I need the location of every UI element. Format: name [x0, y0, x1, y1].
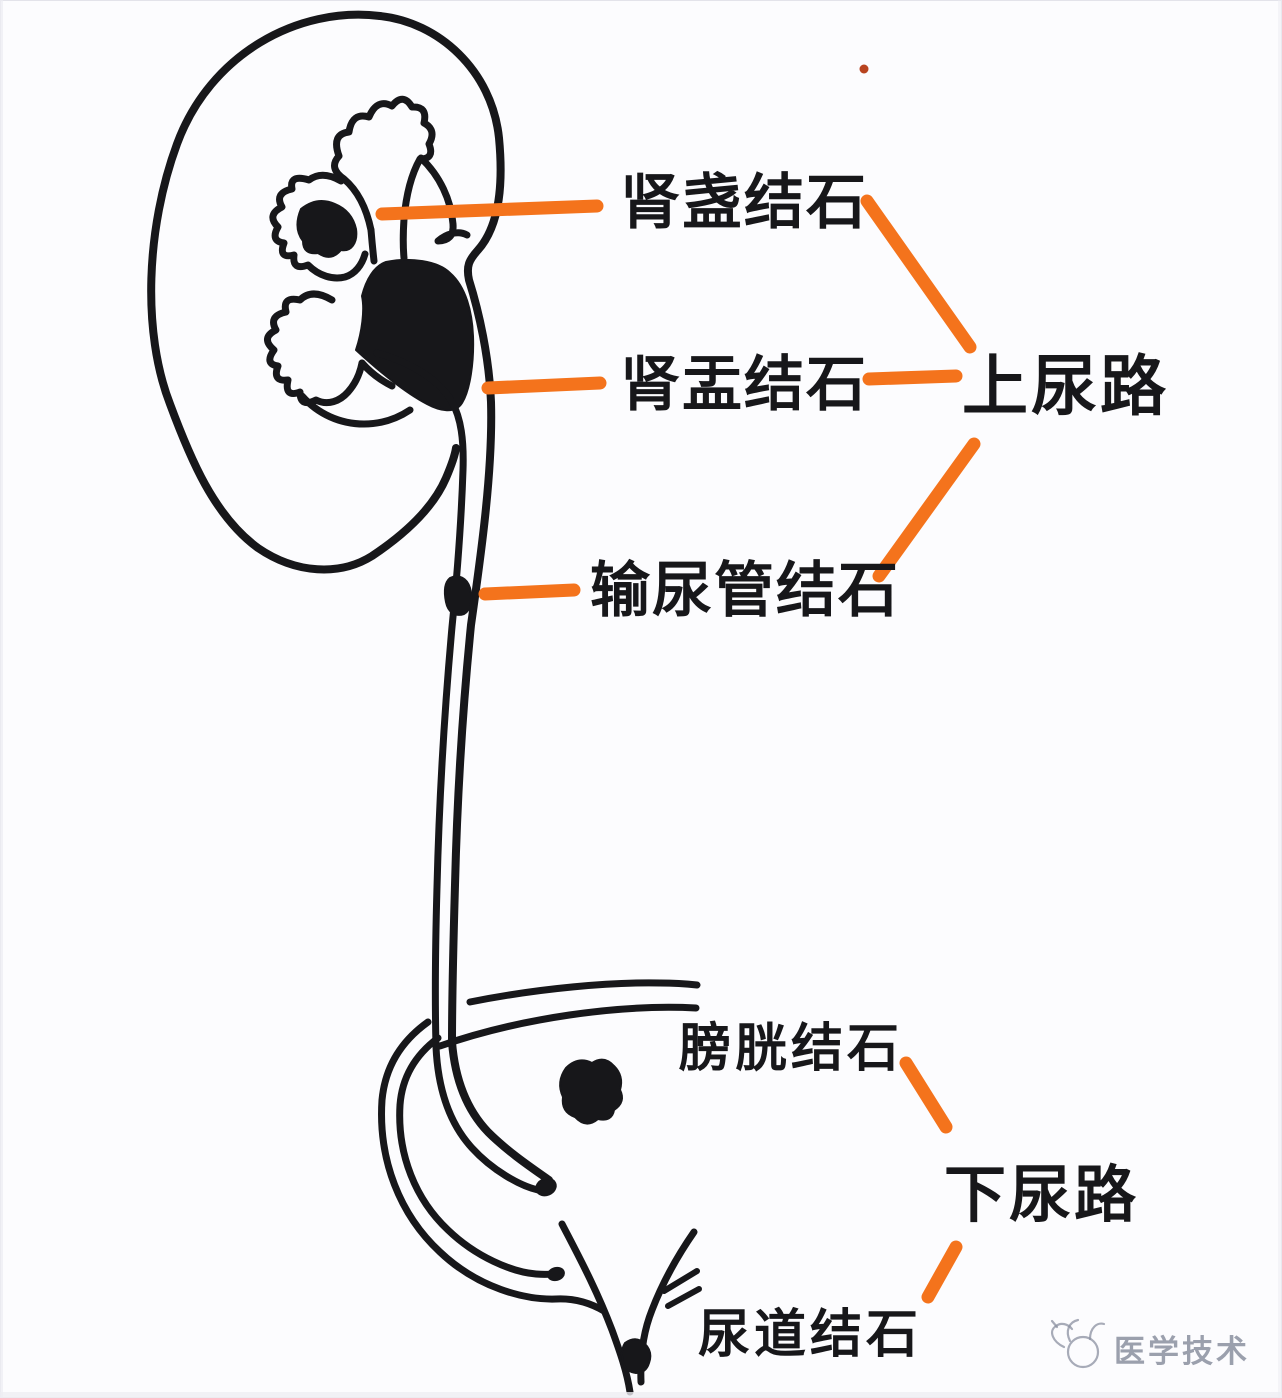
leader-ureter-stone [478, 583, 581, 601]
leader-lines [375, 64, 981, 1304]
bladder-dome-lower [436, 1003, 700, 1050]
leader-upper-tract-from-calyx [860, 194, 977, 354]
ureteral-stone-shape [443, 575, 473, 616]
bladder-dome-upper [466, 979, 701, 1006]
upper-calyx [331, 95, 436, 262]
sphincter-hatch-2 [665, 1286, 702, 1309]
page-edge-right [1278, 0, 1282, 1398]
lower-left-calyx [264, 290, 366, 407]
urethra-left-wall [558, 1220, 634, 1396]
lower-calyx-channel-upper [358, 359, 396, 390]
renal-calyx-stone-shape [296, 199, 358, 258]
page-edge-bottom [0, 1392, 1282, 1398]
label-ureteral-stone: 输尿管结石 [590, 556, 900, 626]
bladder-outer-wall [378, 1018, 608, 1315]
watermark-logo [1050, 1318, 1106, 1369]
stray-orange-dot [859, 64, 869, 74]
label-urethral-stone: 尿道结石 [698, 1305, 923, 1365]
bladder-drawing [378, 979, 702, 1396]
watermark-text: 医学技术 [1114, 1334, 1250, 1370]
leader-upper-tract-from-pelvis [862, 369, 963, 386]
sphincter-hatch-1 [661, 1268, 700, 1294]
leader-lower-tract-from-bladder [899, 1056, 953, 1134]
label-lower-urinary-tract: 下尿路 [944, 1158, 1140, 1231]
leader-lower-tract-from-urethra [921, 1240, 963, 1304]
ureter-left-wall [373, 349, 542, 1194]
leader-pelvis-stone [481, 376, 607, 395]
bladder-stone-shape [559, 1058, 623, 1125]
lower-calyx-channel-lower [298, 392, 414, 428]
mascot-ear-right [1088, 1322, 1106, 1341]
kidney-outline-right-and-ureter-right [376, 12, 553, 1184]
leader-calyx-stone [375, 199, 604, 221]
upper-calyx-funnel [367, 226, 378, 265]
bladder-inner-wall [396, 1034, 563, 1278]
mascot-sketch-icon [1066, 1335, 1100, 1369]
label-renal-pelvis-stone: 肾盂结石 [620, 350, 868, 420]
renal-pelvis-stone-shape [355, 258, 475, 412]
upper-left-calyx [269, 171, 369, 282]
bladder-wall-end-dot [547, 1266, 565, 1282]
kidney-outline-left [147, 10, 460, 574]
ureter-opening-tip [535, 1177, 557, 1197]
ureter-drawing [373, 349, 557, 1197]
mascot-ear-left [1066, 1318, 1080, 1343]
kidney-drawing [147, 10, 553, 1184]
label-bladder-stone: 膀胱结石 [679, 1019, 904, 1079]
leader-upper-tract-from-ureter [872, 437, 981, 583]
mascot-mark [1050, 1319, 1059, 1329]
label-upper-urinary-tract: 上尿路 [962, 348, 1169, 425]
urethral-stone-shape [620, 1338, 652, 1374]
label-renal-calyx-stone: 肾盏结石 [620, 168, 868, 238]
hilum-inner-fold [417, 154, 471, 245]
page-edge-left [0, 0, 3, 1398]
